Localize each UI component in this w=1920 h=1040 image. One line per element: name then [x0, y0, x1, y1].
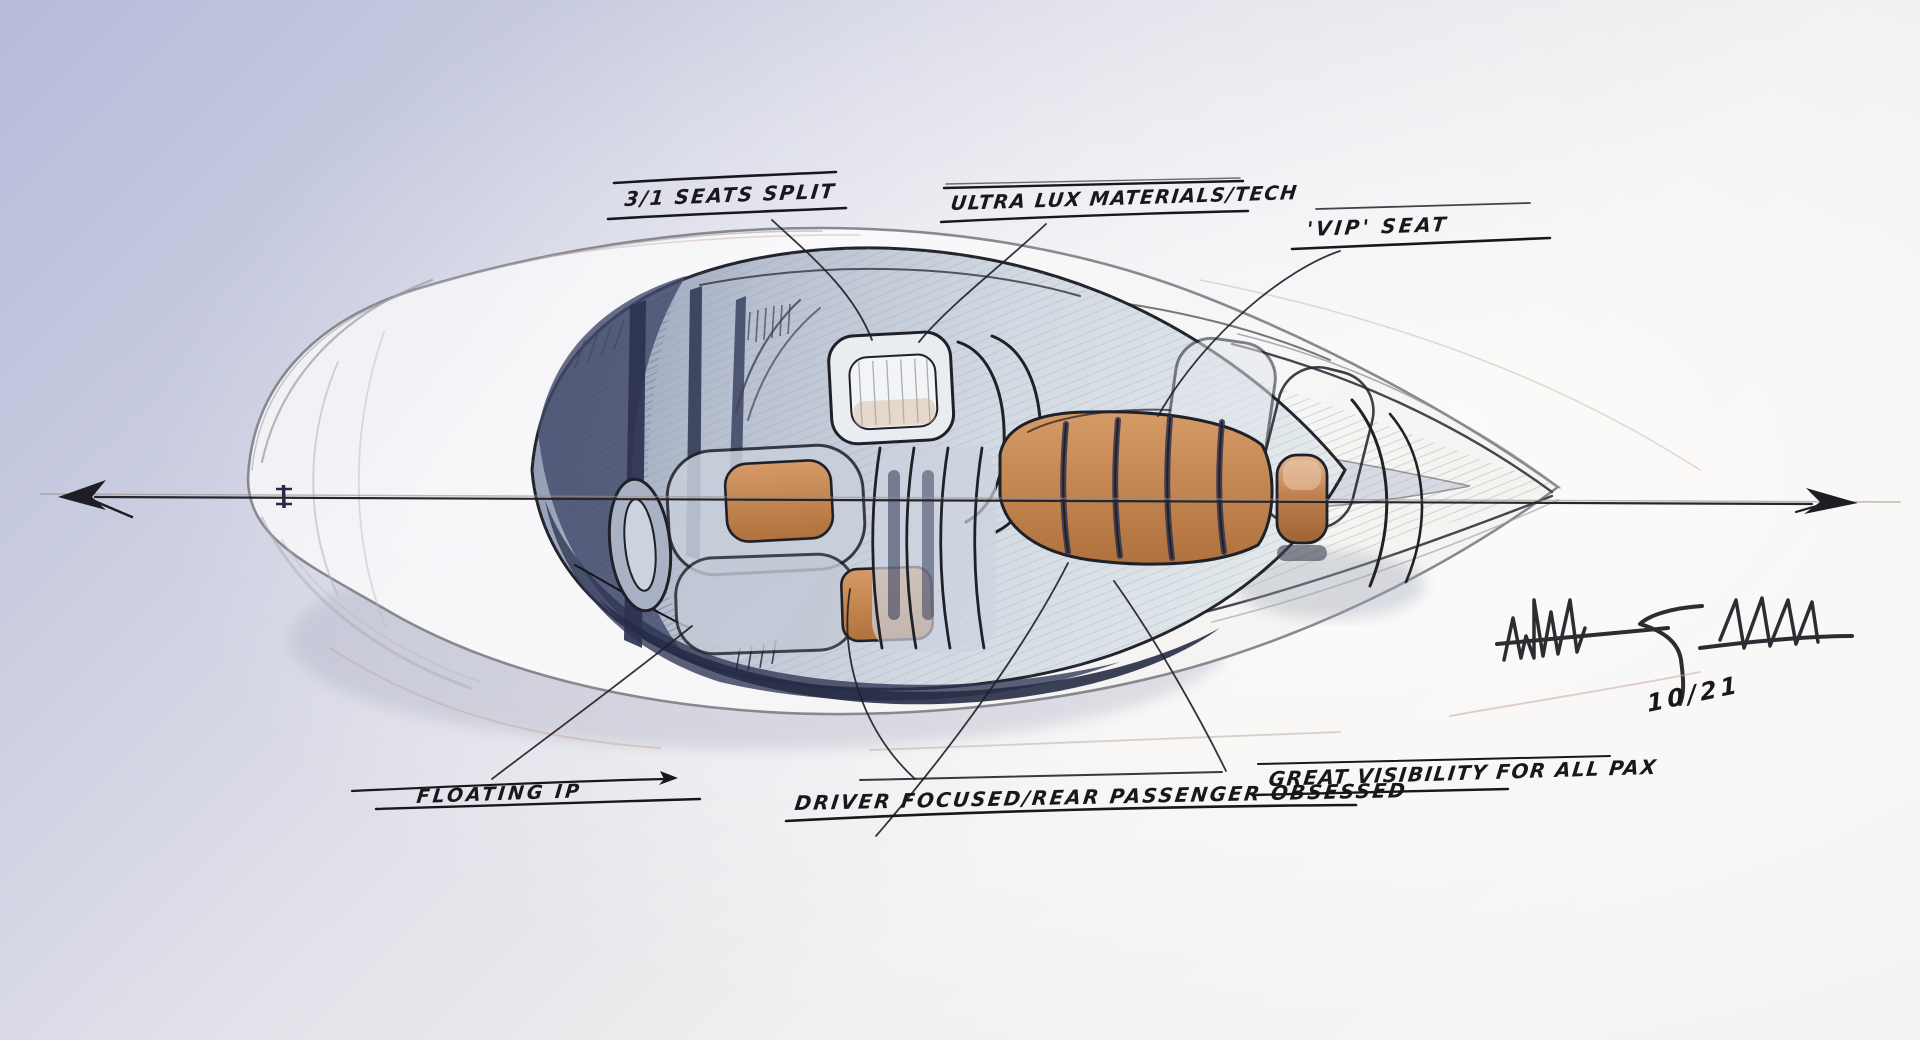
leader-driver-b	[875, 562, 1069, 837]
leader-vip-seat	[1157, 250, 1341, 417]
center-mark-icon	[276, 484, 292, 509]
annotation-ultra-lux: ULTRA LUX MATERIALS/TECH	[939, 177, 1299, 224]
leader-seat-split	[771, 219, 873, 341]
driver-seat-cushion	[723, 459, 835, 543]
front-seat-top	[827, 330, 956, 446]
annotation-vip-seat: 'VIP' SEAT	[1290, 202, 1552, 251]
windshield-hatch-ticks	[574, 303, 791, 369]
driver-seat	[607, 443, 934, 656]
rear-bench-seat	[998, 408, 1274, 566]
floating-ip-arrowhead-icon	[659, 771, 678, 785]
label-vip-seat: 'VIP' SEAT	[1305, 212, 1449, 241]
leader-driver-a	[846, 588, 916, 780]
cabin-floor-shadow	[545, 500, 1120, 701]
leader-ultra-lux	[918, 223, 1047, 343]
leader-floating-ip	[491, 625, 693, 780]
bench-separators	[1060, 415, 1227, 561]
centerline	[39, 480, 1901, 519]
left-arrowhead-icon	[58, 480, 134, 519]
annotation-floating-ip: FLOATING IP	[350, 771, 702, 811]
annotation-leader-lines	[491, 219, 1341, 837]
right-arrowhead-icon	[1794, 488, 1858, 514]
leader-visibility	[1113, 580, 1227, 772]
center-seat-frames	[871, 446, 996, 652]
